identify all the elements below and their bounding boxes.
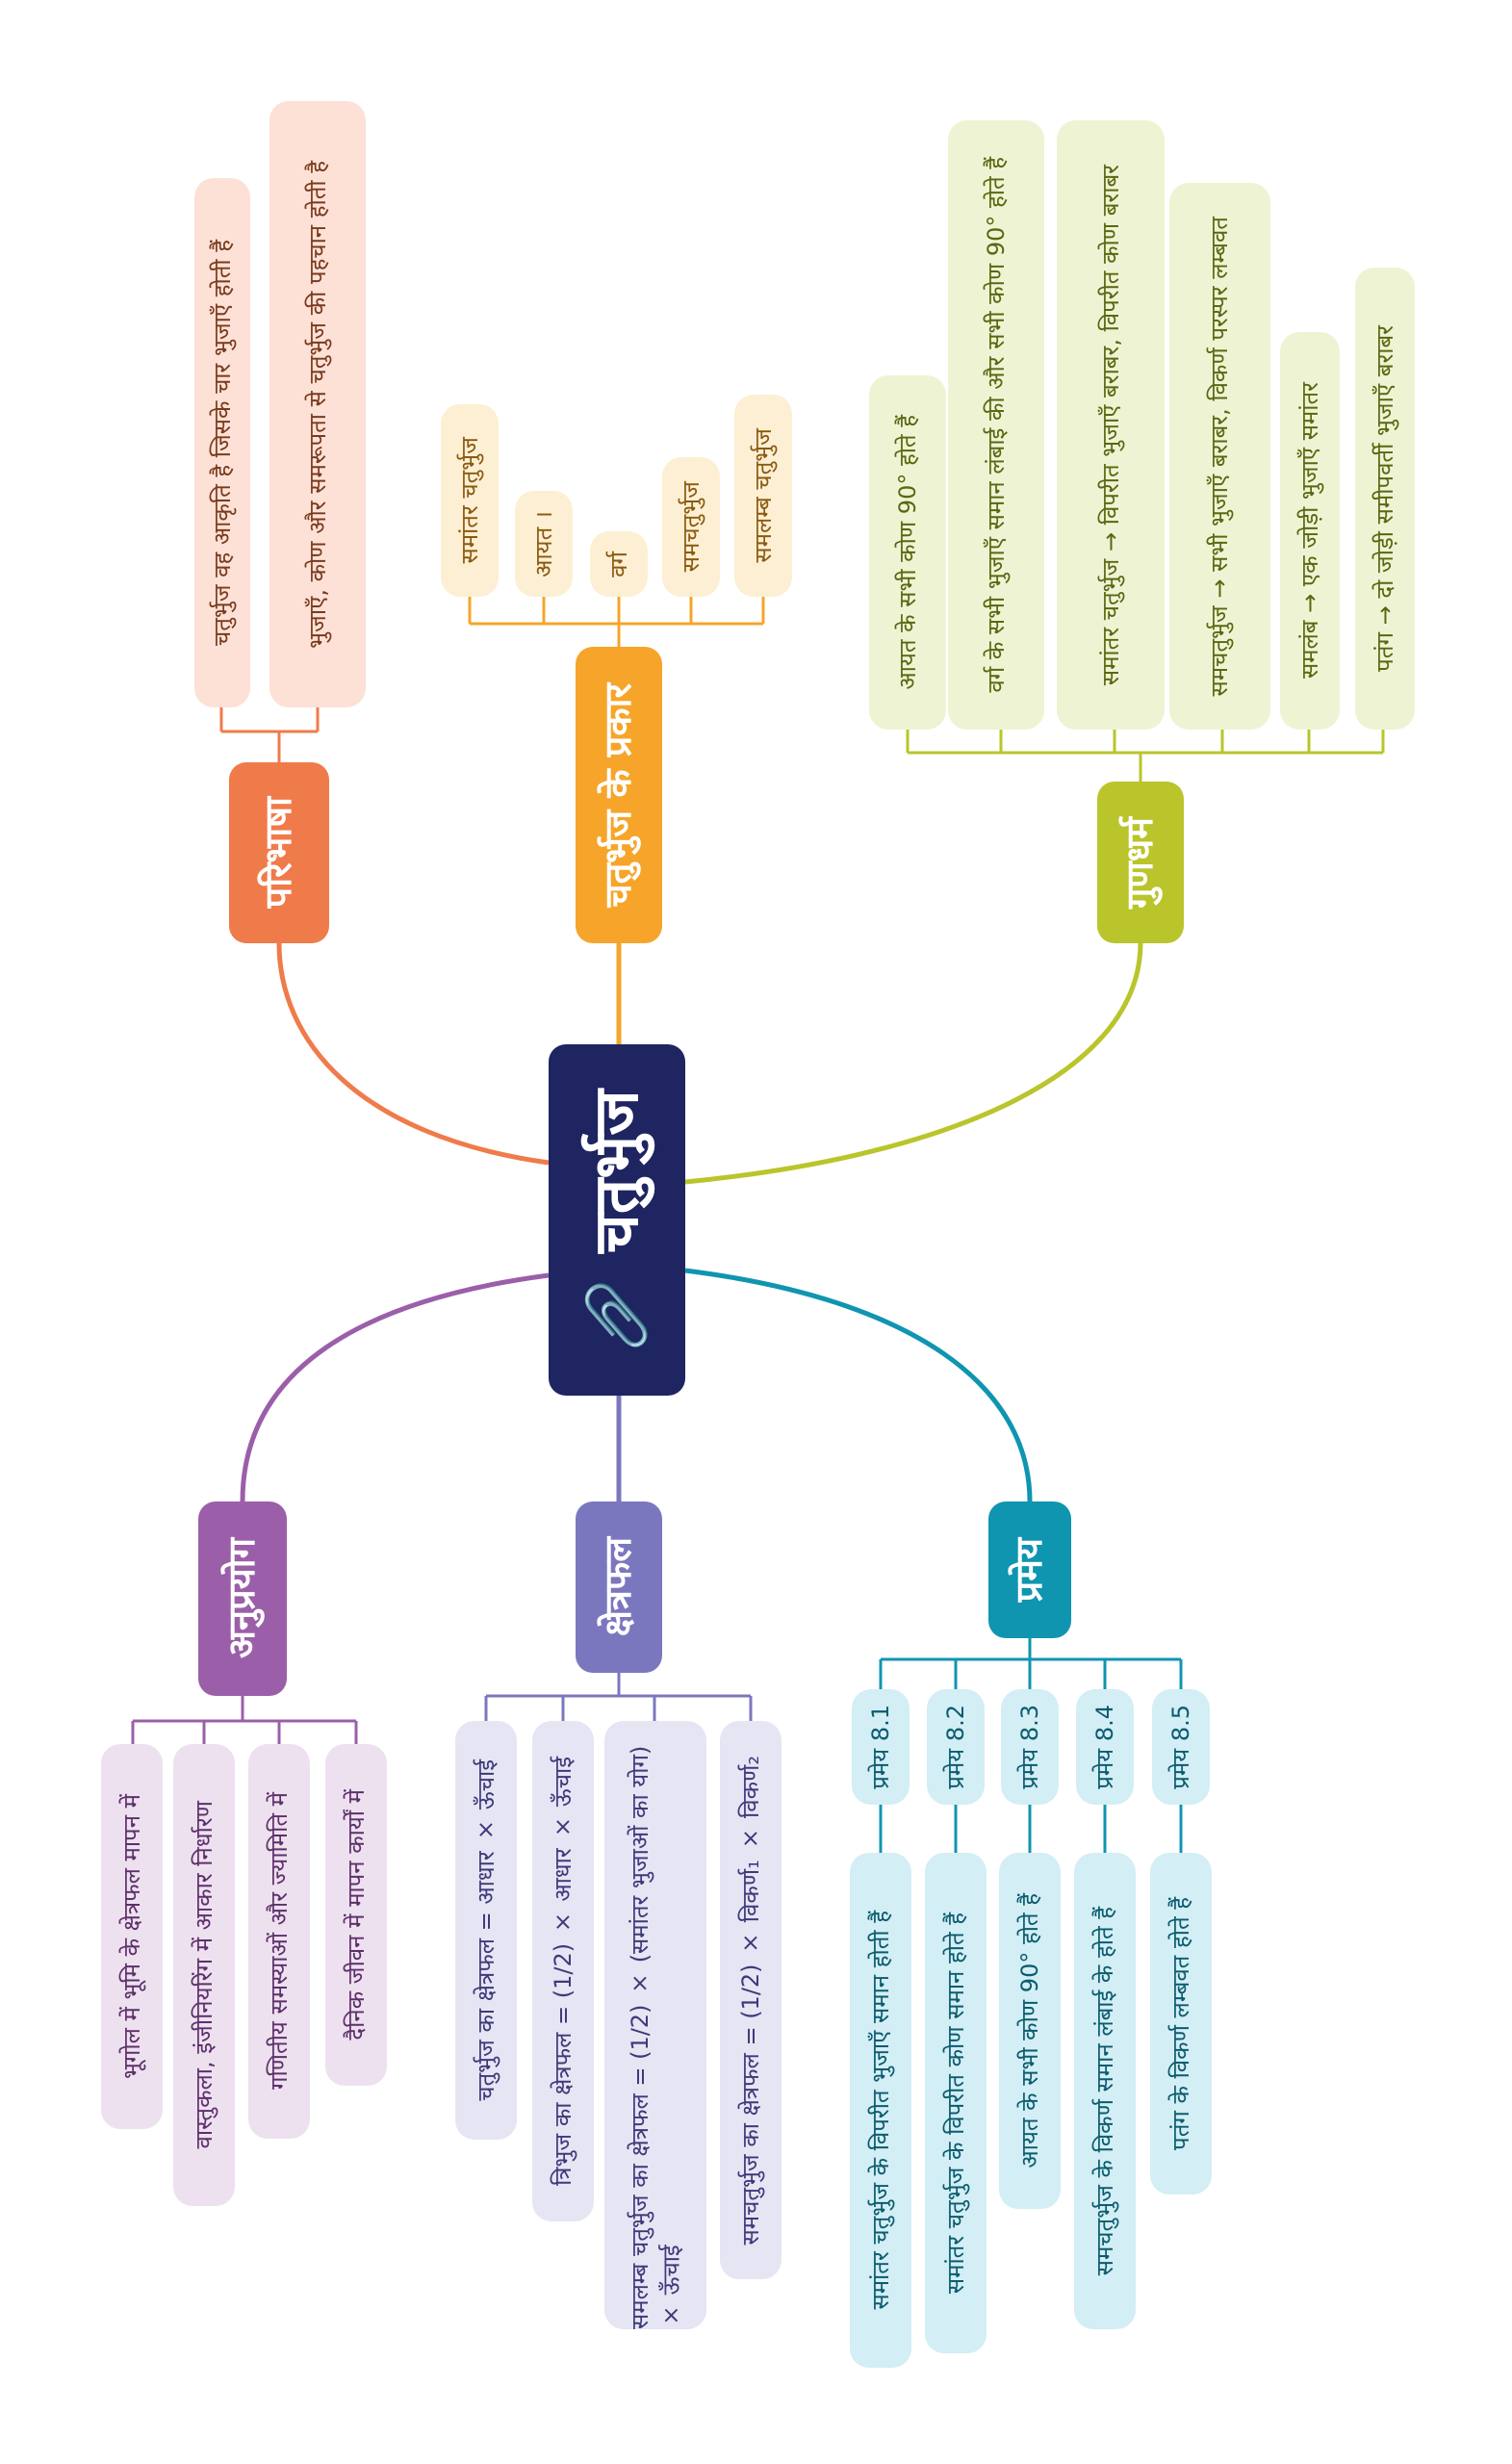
branch-gundharm[interactable]: गुणधर्म bbox=[1097, 782, 1184, 943]
kshetrafal-leaf[interactable]: समचतुर्भुज का क्षेत्रफल = (1/2) × विकर्ण… bbox=[720, 1721, 782, 2279]
anuprayog-leaf[interactable]: वास्तुकला, इंजीनियरिंग में आकार निर्धारण bbox=[173, 1744, 235, 2206]
connector-prakar-leaves bbox=[468, 597, 765, 647]
branch-prakar[interactable]: चतुर्भुज के प्रकार bbox=[576, 647, 662, 943]
prakar-leaf[interactable]: समलम्ब चतुर्भुज bbox=[734, 395, 792, 597]
anuprayog-leaf[interactable]: भूगोल में भूमि के क्षेत्रफल मापन में bbox=[101, 1744, 163, 2129]
connector-paribhasha bbox=[276, 942, 550, 1166]
prakar-leaf[interactable]: समचतुर्भुज bbox=[662, 457, 720, 597]
prameya-desc[interactable]: समांतर चतुर्भुज के विपरीत भुजाएँ समान हो… bbox=[850, 1853, 911, 2368]
branch-kshetrafal[interactable]: क्षेत्रफल bbox=[576, 1502, 662, 1673]
kshetrafal-leaf[interactable]: त्रिभुज का क्षेत्रफल = (1/2) × आधार × ऊँ… bbox=[532, 1721, 594, 2221]
prameya-desc[interactable]: पतंग के विकर्ण लम्बवत होते हैं bbox=[1150, 1853, 1212, 2194]
prakar-leaf[interactable]: समांतर चतुर्भुज bbox=[441, 404, 499, 597]
gundharm-leaf[interactable]: पतंग → दो जोड़ी समीपवर्ती भुजाएँ बराबर bbox=[1355, 268, 1415, 730]
paribhasha-leaf[interactable]: भुजाएँ, कोण और समरूपता से चतुर्भुज की पह… bbox=[269, 101, 366, 707]
prameya-name[interactable]: प्रमेय 8.4 bbox=[1076, 1689, 1134, 1805]
branch-prameya-label: प्रमेय bbox=[1008, 1537, 1051, 1603]
kshetrafal-leaf[interactable]: समलम्ब चतुर्भुज का क्षेत्रफल = (1/2) × (… bbox=[604, 1721, 706, 2329]
gundharm-leaf[interactable]: समचतुर्भुज → सभी भुजाएँ बराबर, विकर्ण पर… bbox=[1169, 183, 1270, 730]
prameya-name[interactable]: प्रमेय 8.3 bbox=[1001, 1689, 1059, 1805]
branch-anuprayog[interactable]: अनुप्रयोग bbox=[198, 1502, 287, 1696]
connector-anuprayog-leaves bbox=[131, 1696, 358, 1744]
root-node[interactable]: 📎 चतुर्भुज bbox=[549, 1044, 685, 1396]
gundharm-leaf[interactable]: आयत के सभी कोण 90° होते हैं bbox=[869, 375, 946, 730]
gundharm-leaf[interactable]: वर्ग के सभी भुजाएँ समान लंबाई की और सभी … bbox=[948, 120, 1044, 730]
connector-prameya-leaves bbox=[879, 1638, 1183, 1853]
branch-gundharm-label: गुणधर्म bbox=[1118, 816, 1162, 909]
connector-paribhasha-leaves bbox=[219, 707, 320, 762]
prameya-name[interactable]: प्रमेय 8.5 bbox=[1152, 1689, 1210, 1805]
gundharm-leaf[interactable]: समलंब → एक जोड़ी भुजाएँ समांतर bbox=[1280, 332, 1340, 730]
branch-prakar-label: चतुर्भुज के प्रकार bbox=[597, 682, 640, 908]
branch-paribhasha-label: परिभाषा bbox=[257, 797, 300, 909]
connector-anuprayog bbox=[240, 1272, 550, 1502]
prameya-name[interactable]: प्रमेय 8.2 bbox=[927, 1689, 985, 1805]
connector-gundharm bbox=[684, 942, 1143, 1185]
connector-gundharm-leaves bbox=[906, 730, 1385, 782]
prameya-desc[interactable]: समांतर चतुर्भुज के विपरीत कोण समान होते … bbox=[925, 1853, 987, 2353]
anuprayog-leaf[interactable]: दैनिक जीवन में मापन कार्यों में bbox=[325, 1744, 387, 2086]
branch-prameya[interactable]: प्रमेय bbox=[988, 1502, 1071, 1638]
prakar-leaf[interactable]: वर्ग bbox=[590, 531, 648, 597]
branch-kshetrafal-label: क्षेत्रफल bbox=[597, 1537, 640, 1637]
root-label: चतुर्भुज bbox=[580, 1090, 653, 1253]
gundharm-leaf[interactable]: समांतर चतुर्भुज → विपरीत भुजाएँ बराबर, व… bbox=[1057, 120, 1165, 730]
branch-anuprayog-label: अनुप्रयोग bbox=[220, 1538, 264, 1659]
connector-kshetrafal-leaves bbox=[484, 1673, 753, 1721]
kshetrafal-leaf[interactable]: चतुर्भुज का क्षेत्रफल = आधार × ऊँचाई bbox=[455, 1721, 517, 2140]
prameya-desc[interactable]: आयत के सभी कोण 90° होते हैं bbox=[999, 1853, 1061, 2209]
prameya-desc[interactable]: समचतुर्भुज के विकर्ण समान लंबाई के होते … bbox=[1074, 1853, 1136, 2329]
paperclip-icon: 📎 bbox=[582, 1279, 651, 1350]
branch-paribhasha[interactable]: परिभाषा bbox=[229, 762, 329, 943]
prameya-name[interactable]: प्रमेय 8.1 bbox=[852, 1689, 910, 1805]
paribhasha-leaf[interactable]: चतुर्भुज वह आकृति है जिसके चार भुजाएँ हो… bbox=[194, 178, 250, 707]
prakar-leaf[interactable]: आयत । bbox=[515, 491, 573, 597]
anuprayog-leaf[interactable]: गणितीय समस्याओं और ज्यामिति में bbox=[248, 1744, 310, 2139]
connector-prameya bbox=[684, 1268, 1033, 1502]
